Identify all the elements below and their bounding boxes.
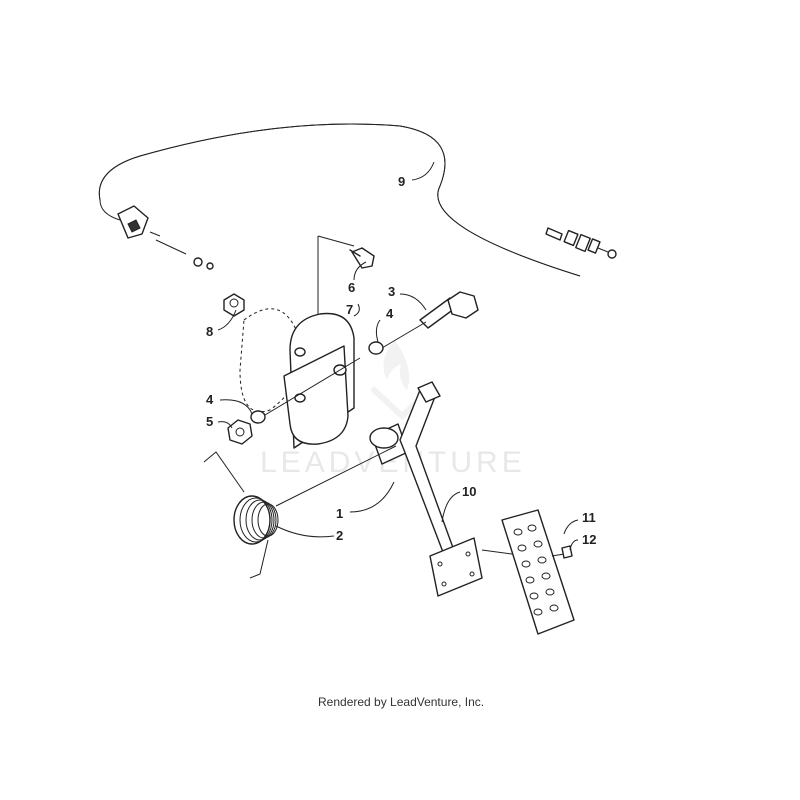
callout-1: 1	[336, 506, 343, 521]
callout-6: 6	[348, 280, 355, 295]
callout-5: 5	[206, 414, 213, 429]
pivot-bolt-3	[381, 291, 479, 349]
pedal-arm-1	[369, 381, 543, 597]
nut-5	[227, 419, 253, 445]
screw-12	[551, 545, 573, 559]
callout-11: 11	[582, 510, 596, 525]
bracket-7	[259, 312, 361, 449]
gasket-outline	[239, 308, 303, 412]
callout-9: 9	[398, 174, 405, 189]
callout-4-upper: 4	[386, 306, 394, 321]
spring-2	[203, 445, 397, 579]
callout-4-lower: 4	[206, 392, 214, 407]
callout-7: 7	[346, 302, 353, 317]
nut-8	[223, 293, 245, 317]
callout-8: 8	[206, 324, 213, 339]
callout-3: 3	[388, 284, 395, 299]
washer-4-upper	[368, 341, 384, 355]
foot-pad-11	[501, 509, 575, 635]
callout-2: 2	[336, 528, 343, 543]
washer-4-lower	[250, 410, 266, 424]
callout-12: 12	[582, 532, 596, 547]
callouts: 9 6 3 7 4 8 4 5 10 1 2 11 12	[206, 161, 596, 551]
callout-10: 10	[462, 484, 476, 499]
credit-text: Rendered by LeadVenture, Inc.	[318, 695, 484, 709]
throttle-cable	[98, 123, 617, 277]
